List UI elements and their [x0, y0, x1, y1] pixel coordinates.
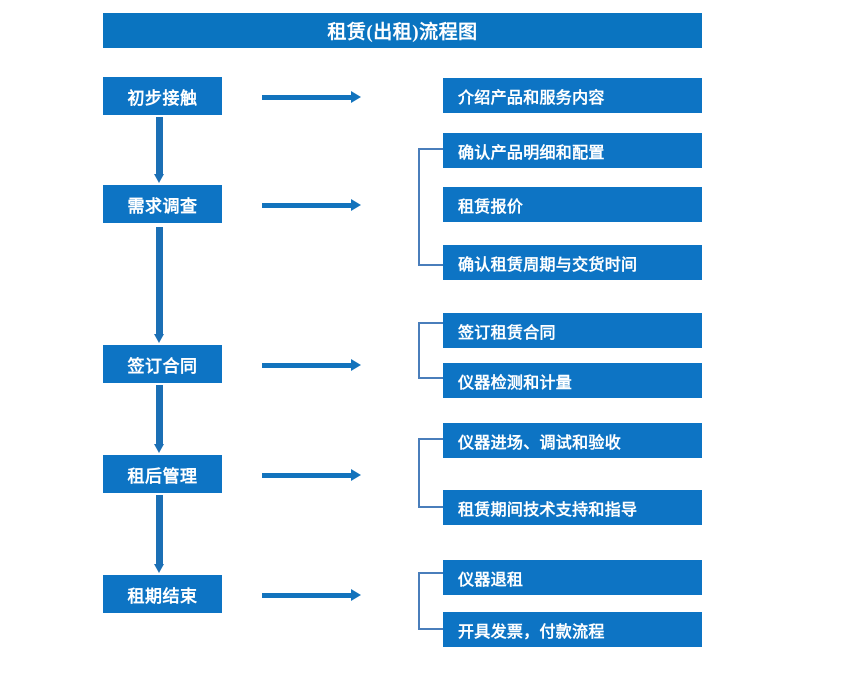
detail-box[interactable]: 租赁报价: [443, 187, 702, 222]
detail-box[interactable]: 仪器进场、调试和验收: [443, 423, 702, 458]
right-arrow-icon: [262, 199, 361, 211]
detail-box[interactable]: 租赁期间技术支持和指导: [443, 490, 702, 525]
arrow-shaft: [262, 95, 352, 100]
arrow-head: [351, 91, 361, 103]
arrow-head: [154, 444, 164, 453]
stage-box[interactable]: 租后管理: [103, 455, 222, 493]
arrow-shaft: [156, 227, 163, 334]
detail-box[interactable]: 仪器检测和计量: [443, 363, 702, 398]
detail-box[interactable]: 仪器退租: [443, 560, 702, 595]
right-arrow-icon: [262, 469, 361, 481]
stage-box[interactable]: 租期结束: [103, 575, 222, 613]
arrow-head: [351, 359, 361, 371]
right-arrow-icon: [262, 91, 361, 103]
arrow-shaft: [156, 385, 163, 444]
arrow-head: [154, 334, 164, 343]
stage-box[interactable]: 签订合同: [103, 345, 222, 383]
right-arrow-icon: [262, 359, 361, 371]
stage-box[interactable]: 需求调查: [103, 185, 222, 223]
down-arrow-icon: [154, 117, 165, 183]
arrow-head: [351, 589, 361, 601]
arrow-shaft: [156, 495, 163, 564]
group-bracket: [418, 572, 443, 630]
detail-box[interactable]: 确认租赁周期与交货时间: [443, 245, 702, 280]
arrow-shaft: [156, 117, 163, 174]
down-arrow-icon: [154, 495, 165, 573]
right-arrow-icon: [262, 589, 361, 601]
arrow-head: [351, 469, 361, 481]
group-bracket: [418, 148, 443, 266]
arrow-head: [351, 199, 361, 211]
arrow-shaft: [262, 363, 352, 368]
arrow-shaft: [262, 473, 352, 478]
down-arrow-icon: [154, 227, 165, 343]
arrow-shaft: [262, 593, 352, 598]
arrow-head: [154, 564, 164, 573]
page-title: 租赁(出租)流程图: [103, 13, 702, 48]
detail-box[interactable]: 签订租赁合同: [443, 313, 702, 348]
down-arrow-icon: [154, 385, 165, 453]
arrow-head: [154, 174, 164, 183]
detail-box[interactable]: 确认产品明细和配置: [443, 133, 702, 168]
detail-box[interactable]: 介绍产品和服务内容: [443, 78, 702, 113]
group-bracket: [418, 438, 443, 508]
group-bracket: [418, 322, 443, 379]
detail-box[interactable]: 开具发票，付款流程: [443, 612, 702, 647]
arrow-shaft: [262, 203, 352, 208]
stage-box[interactable]: 初步接触: [103, 77, 222, 115]
